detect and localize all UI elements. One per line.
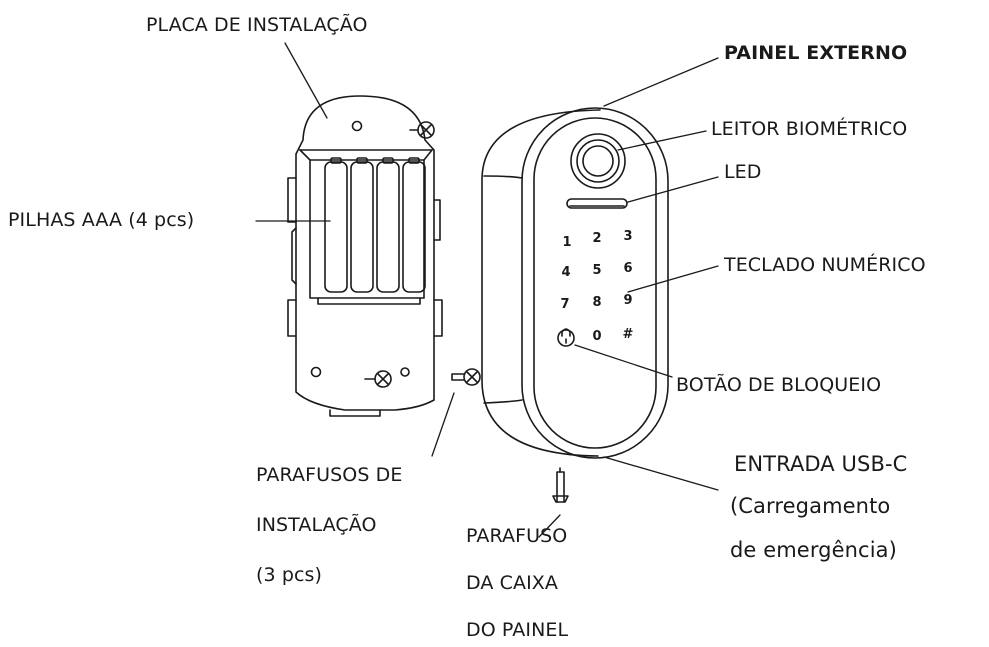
keypad-key-4: 4 — [561, 265, 570, 280]
label-keypad: TECLADO NUMÉRICO — [724, 254, 926, 276]
keypad-key-9: 9 — [623, 293, 632, 308]
plate-screw-top — [409, 121, 435, 139]
label-case-screw-line1: PARAFUSO — [466, 525, 568, 547]
plate-screw-bottom — [364, 370, 392, 388]
keypad-key-5: 5 — [592, 263, 601, 278]
mounting-plate — [287, 95, 443, 417]
label-case-screw-line2: DA CAIXA — [466, 572, 559, 594]
label-fingerprint-reader: LEITOR BIOMÉTRICO — [711, 118, 908, 140]
keypad-key-6: 6 — [623, 261, 632, 276]
keypad-key-hash: # — [623, 327, 634, 342]
keypad-key-2: 2 — [592, 231, 601, 246]
keypad: 1 2 3 4 5 6 7 8 9 0 # — [560, 229, 633, 344]
label-install-screws-line1: PARAFUSOS DE — [256, 464, 403, 486]
label-case-screw-line3: DO PAINEL — [466, 619, 569, 641]
aaa-batteries — [324, 157, 426, 293]
label-mounting-plate: PLACA DE INSTALAÇÃO — [146, 14, 368, 36]
label-outer-panel: PAINEL EXTERNO — [724, 42, 908, 64]
keypad-key-1: 1 — [562, 235, 571, 250]
installation-screw — [451, 368, 481, 386]
outer-panel — [481, 107, 669, 459]
keypad-key-0: 0 — [592, 329, 601, 344]
label-aaa-batteries: PILHAS AAA (4 pcs) — [8, 209, 195, 231]
label-install-screws-line2: INSTALAÇÃO — [256, 514, 377, 536]
label-lock-button: BOTÃO DE BLOQUEIO — [676, 374, 882, 396]
label-led: LED — [724, 161, 762, 183]
label-usb-c-line3: de emergência) — [730, 538, 897, 562]
case-screw — [552, 467, 569, 503]
keypad-key-8: 8 — [592, 295, 601, 310]
label-usb-c-line2: (Carregamento — [730, 494, 891, 518]
keypad-key-7: 7 — [560, 297, 569, 312]
keypad-key-3: 3 — [623, 229, 632, 244]
label-install-screws-line3: (3 pcs) — [256, 564, 323, 586]
leader-lines — [255, 42, 719, 538]
label-usb-c-line1: ENTRADA USB-C — [734, 452, 908, 476]
